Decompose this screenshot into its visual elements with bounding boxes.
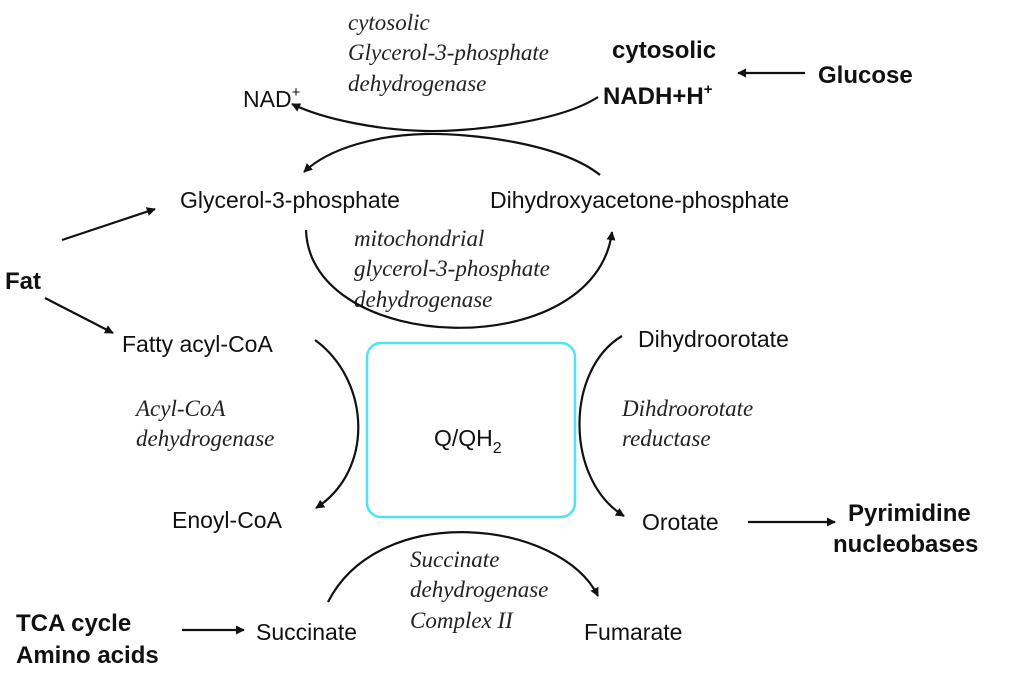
succinate-label: Succinate bbox=[256, 619, 357, 645]
acyl-enzyme-line2: dehydrogenase bbox=[136, 426, 274, 451]
mito-enzyme-line2: glycerol-3-phosphate bbox=[354, 256, 550, 281]
succ-enzyme-line1: Succinate bbox=[410, 547, 499, 572]
fumarate-label: Fumarate bbox=[584, 619, 682, 645]
succ-enzyme-line3: Complex II bbox=[410, 608, 514, 633]
nadh-label: NADH+H+ bbox=[603, 81, 713, 110]
cytosolic-enzyme-line3: dehydrogenase bbox=[348, 71, 486, 96]
succinate-to-fumarate-arrow bbox=[327, 531, 599, 603]
tca-cycle-label: TCA cycle bbox=[16, 610, 131, 637]
q-pool-box bbox=[365, 341, 577, 519]
nadh-to-nad-arrow bbox=[291, 96, 599, 133]
dho-enzyme-line1: Dihdroorotate bbox=[621, 396, 753, 421]
q-pool-label: Q/QH2 bbox=[434, 425, 502, 457]
glycerol3p-to-dhap-arrow bbox=[304, 229, 616, 329]
dihydroorotate-to-orotate-arrow bbox=[578, 335, 625, 517]
mito-enzyme-line1: mitochondrial bbox=[354, 226, 484, 251]
cytosolic-enzyme-line1: cytosolic bbox=[348, 10, 430, 35]
fat-to-glycerol3p-arrow bbox=[61, 207, 156, 242]
dihydroxyacetone-phosphate-label: Dihydroxyacetone-phosphate bbox=[490, 187, 789, 213]
dihydroorotate-label: Dihydroorotate bbox=[638, 326, 789, 352]
cytosolic-enzyme-line2: Glycerol-3-phosphate bbox=[348, 40, 549, 65]
glucose-label: Glucose bbox=[818, 62, 913, 89]
pyrimidine-label-line1: Pyrimidine bbox=[848, 500, 971, 527]
dhap-to-glycerol3p-arrow bbox=[303, 132, 601, 176]
glycerol-3-phosphate-label: Glycerol-3-phosphate bbox=[180, 187, 400, 213]
fatty-acyl-coa-label: Fatty acyl-CoA bbox=[122, 331, 273, 357]
fatty-acyl-to-enoyl-arrow bbox=[314, 339, 360, 509]
fat-to-fatty-acyl-coa-arrow bbox=[44, 297, 114, 334]
enoyl-coa-label: Enoyl-CoA bbox=[172, 507, 283, 533]
dho-enzyme-line2: reductase bbox=[622, 426, 711, 451]
orotate-label: Orotate bbox=[642, 509, 719, 535]
nad-label: NAD+ bbox=[243, 84, 301, 112]
acyl-enzyme-line1: Acyl-CoA bbox=[134, 396, 226, 421]
pyrimidine-label-line2: nucleobases bbox=[833, 531, 978, 558]
succ-enzyme-line2: dehydrogenase bbox=[410, 577, 548, 602]
fat-label: Fat bbox=[5, 268, 41, 295]
cytosolic-nadh-label: cytosolic bbox=[612, 37, 716, 64]
mito-enzyme-line3: dehydrogenase bbox=[354, 287, 492, 312]
amino-acids-label: Amino acids bbox=[16, 642, 159, 669]
